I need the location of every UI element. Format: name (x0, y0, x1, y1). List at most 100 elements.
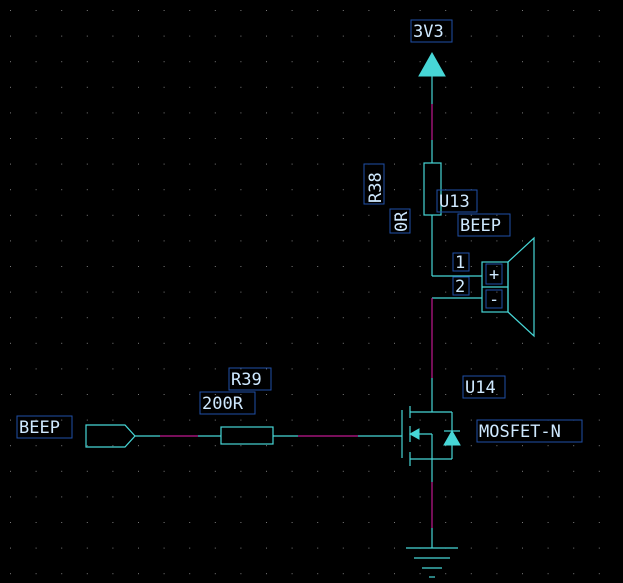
grid-dot (112, 10, 114, 11)
grid-dot (573, 35, 575, 37)
grid-dot (35, 291, 37, 293)
grid-dot (240, 163, 242, 165)
grid-dot (214, 317, 216, 319)
grid-dot (112, 189, 114, 191)
plus-label: + (489, 265, 499, 285)
grid-dot (35, 86, 37, 88)
grid-dot (342, 368, 344, 370)
grid-dot (573, 240, 575, 242)
power-symbol-3v3[interactable] (418, 51, 446, 104)
grid-dot (266, 394, 267, 395)
grid-dot (112, 266, 114, 267)
grid-dot (368, 317, 370, 319)
grid-dot (445, 342, 447, 344)
grid-dot (35, 394, 37, 395)
grid-dot (240, 112, 242, 114)
grid-dot (573, 266, 575, 267)
grid-dot (317, 10, 319, 11)
grid-dot (61, 547, 63, 549)
grid-dot (214, 10, 216, 11)
grid-dot (138, 35, 139, 37)
grid-dot (470, 317, 472, 319)
grid-dot (598, 573, 600, 575)
grid-dot (266, 112, 267, 114)
grid-dot (342, 163, 344, 165)
grid-dot (368, 61, 370, 63)
net-port-beep[interactable] (85, 424, 136, 448)
grid-dot (547, 547, 549, 549)
grid-dot (189, 419, 191, 421)
grid-dot (240, 214, 242, 216)
grid-dot (214, 266, 216, 267)
r39-ref-label: R39 (231, 370, 262, 390)
grid-dot (240, 419, 242, 421)
grid-dot (10, 189, 11, 191)
grid-dot (86, 35, 88, 37)
grid-dot (266, 61, 267, 63)
grid-dot (445, 368, 447, 370)
grid-dot (10, 419, 11, 421)
grid-dot (10, 86, 11, 88)
grid-dot (10, 522, 11, 523)
grid-dot (547, 470, 549, 472)
grid-dot (163, 317, 165, 319)
speaker-cone-icon (507, 236, 535, 338)
grid-dot (138, 291, 139, 293)
grid-dot (547, 368, 549, 370)
r38-ref-box (363, 163, 385, 205)
grid-dot (86, 61, 88, 63)
grid-dot (419, 317, 421, 319)
grid-dot (61, 10, 63, 11)
grid-dot (61, 240, 63, 242)
grid-dot (189, 317, 191, 319)
grid-dot (214, 342, 216, 344)
mosfet-n[interactable] (401, 406, 461, 466)
grid-dot (547, 317, 549, 319)
grid-dot (10, 547, 11, 549)
r38-ref-label: R38 (366, 172, 386, 203)
grid-dot (470, 573, 472, 575)
grid-dot (189, 342, 191, 344)
grid-dot (112, 163, 114, 165)
grid-dot (394, 445, 395, 447)
grid-dot (342, 394, 344, 395)
grid-dot (394, 291, 395, 293)
grid-dot (522, 342, 523, 344)
grid-dot (10, 342, 11, 344)
grid-dot (214, 368, 216, 370)
grid-dot (138, 138, 139, 139)
grid-dot (291, 573, 293, 575)
grid-dot (317, 266, 319, 267)
grid-dot (61, 445, 63, 447)
grid-dot (266, 138, 267, 139)
grid-dot (214, 394, 216, 395)
net-in-label: BEEP (19, 418, 60, 438)
pin2-box (452, 276, 470, 296)
grid-dot (291, 138, 293, 139)
grid-dot (112, 547, 114, 549)
buzzer-speaker[interactable] (481, 236, 535, 338)
grid-dot (445, 496, 447, 498)
grid-dot (35, 10, 37, 11)
grid-dot (189, 291, 191, 293)
grid-dot (86, 496, 88, 498)
grid-dot (342, 189, 344, 191)
grid-dot (240, 86, 242, 88)
grid-dot (317, 163, 319, 165)
grid-dot (598, 61, 600, 63)
grid-dot (598, 10, 600, 11)
grid-dot (10, 445, 11, 447)
grid-dot (240, 445, 242, 447)
grid-dot (291, 470, 293, 472)
grid-dot (240, 547, 242, 549)
grid-dot (266, 317, 267, 319)
ground-symbol-icon[interactable] (406, 547, 458, 578)
grid-dot (394, 470, 395, 472)
grid-dot (598, 419, 600, 421)
grid-dot (445, 470, 447, 472)
grid-dot (496, 214, 498, 216)
grid-dot (163, 35, 165, 37)
grid-dot (35, 573, 37, 575)
grid-dot (496, 522, 498, 523)
grid-dot (35, 496, 37, 498)
